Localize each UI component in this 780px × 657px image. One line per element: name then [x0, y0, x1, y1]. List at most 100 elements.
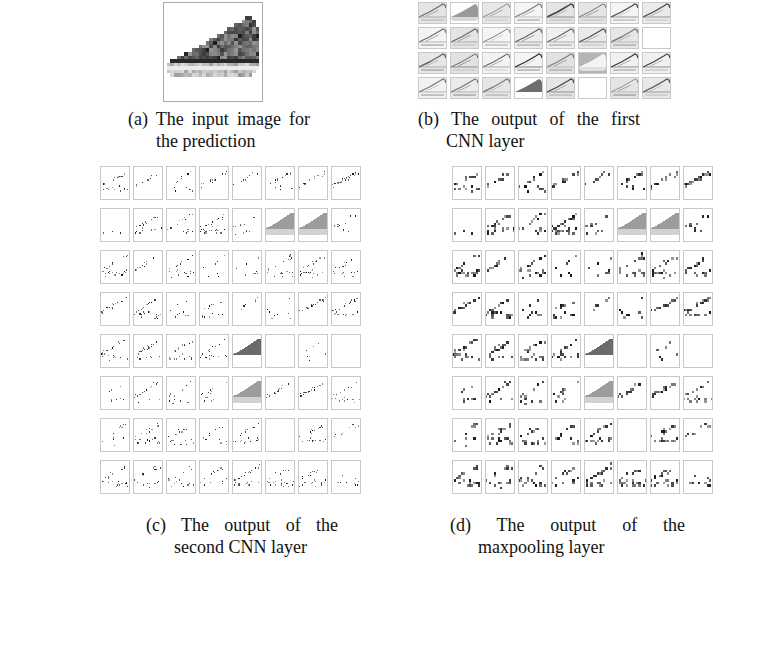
pixel: [213, 38, 217, 42]
activation-dot: [324, 171, 325, 172]
pooled-activation: [529, 274, 531, 276]
pixel: [242, 48, 246, 52]
pooled-activation: [502, 178, 504, 180]
activation-dot: [181, 261, 182, 262]
activation-dot: [274, 393, 275, 394]
activation-dot: [234, 479, 235, 480]
feature-map-thumb: [166, 418, 196, 452]
activation-dot: [348, 179, 349, 180]
pixel: [242, 38, 246, 42]
activation-dot: [334, 314, 335, 315]
pixel: [184, 70, 188, 74]
activation-dot: [306, 392, 307, 393]
activation-dot: [149, 487, 150, 488]
pooled-activation: [487, 225, 489, 227]
pixel: [209, 59, 213, 63]
pixel: [245, 20, 249, 24]
pixel: [202, 52, 206, 56]
pooled-activation: [500, 178, 502, 180]
edge-response: [547, 79, 574, 92]
activation-dot: [174, 483, 175, 484]
activation-dot: [314, 471, 315, 472]
activation-dot: [220, 442, 221, 443]
activation-dot: [149, 431, 150, 432]
activation-dot: [267, 394, 268, 395]
pooled-activation: [626, 185, 628, 187]
map-ground: [485, 166, 515, 200]
pooled-activation: [553, 185, 555, 187]
activation-dot: [311, 304, 312, 305]
activation-dot: [146, 261, 147, 262]
activation-dot: [306, 350, 307, 351]
pooled-activation: [491, 267, 493, 269]
edge-response: [613, 45, 636, 46]
edge-response: [419, 92, 446, 93]
pooled-map-thumb: [485, 250, 515, 284]
pooled-activation: [463, 185, 465, 187]
pixel: [220, 70, 224, 74]
activation-dot: [258, 439, 259, 440]
pixel: [217, 70, 221, 74]
edge-response: [490, 60, 502, 66]
pooled-activation: [638, 173, 640, 175]
activation-dot: [249, 471, 250, 472]
activation-dot: [136, 185, 137, 186]
pooled-activation: [473, 176, 475, 178]
pixel: [220, 56, 224, 60]
activation-dot: [139, 232, 140, 233]
pixel: [245, 45, 249, 49]
activation-dot: [192, 231, 193, 232]
activation-dot: [214, 179, 215, 180]
activation-dot: [249, 231, 250, 232]
map-ground: [199, 166, 229, 200]
activation-dot: [211, 391, 212, 392]
activation-dot: [342, 399, 343, 400]
pooled-activation: [471, 190, 473, 192]
activation-dot: [311, 433, 312, 434]
map-ground: [683, 208, 713, 242]
activation-dot: [308, 475, 309, 476]
pooled-activation: [685, 225, 687, 227]
pixel: [245, 56, 249, 60]
pixel: [249, 38, 253, 42]
map-ground: [100, 460, 130, 494]
activation-dot: [101, 353, 102, 354]
activation-dot: [346, 314, 347, 315]
activation-dot: [213, 399, 214, 400]
edge-response: [485, 20, 508, 21]
pixel: [227, 48, 231, 52]
thumb-frame: [266, 167, 295, 200]
activation-dot: [222, 314, 223, 315]
activation-dot: [345, 223, 346, 224]
map-ground: [298, 250, 328, 284]
pixel: [234, 31, 238, 35]
activation-dot: [355, 478, 356, 479]
edge-response: [645, 20, 668, 21]
pooled-activation: [544, 272, 546, 274]
feature-map-thumb: [265, 460, 295, 494]
activation-dot: [214, 472, 215, 473]
thumb-ground: [546, 27, 575, 49]
pixel: [252, 27, 256, 31]
activation-dot: [186, 385, 187, 386]
pooled-map-thumb: [650, 208, 680, 242]
pixel: [245, 48, 249, 52]
activation-dot: [109, 271, 110, 272]
activation-dot: [148, 346, 149, 347]
edge-response: [517, 20, 540, 21]
activation-dot: [280, 185, 281, 186]
activation-dot: [202, 316, 203, 317]
pooled-activation: [531, 262, 533, 264]
activation-dot: [177, 304, 178, 305]
activation-dot: [200, 231, 201, 232]
edge-response: [419, 17, 446, 18]
activation-dot: [310, 437, 311, 438]
activation-dot: [159, 356, 160, 357]
edge-response: [613, 70, 636, 71]
activation-dot: [179, 356, 180, 357]
pooled-activation: [542, 269, 544, 271]
activation-dot: [104, 184, 105, 185]
edge-response: [483, 67, 510, 68]
pixel: [206, 66, 210, 70]
activation-dot: [274, 276, 275, 277]
